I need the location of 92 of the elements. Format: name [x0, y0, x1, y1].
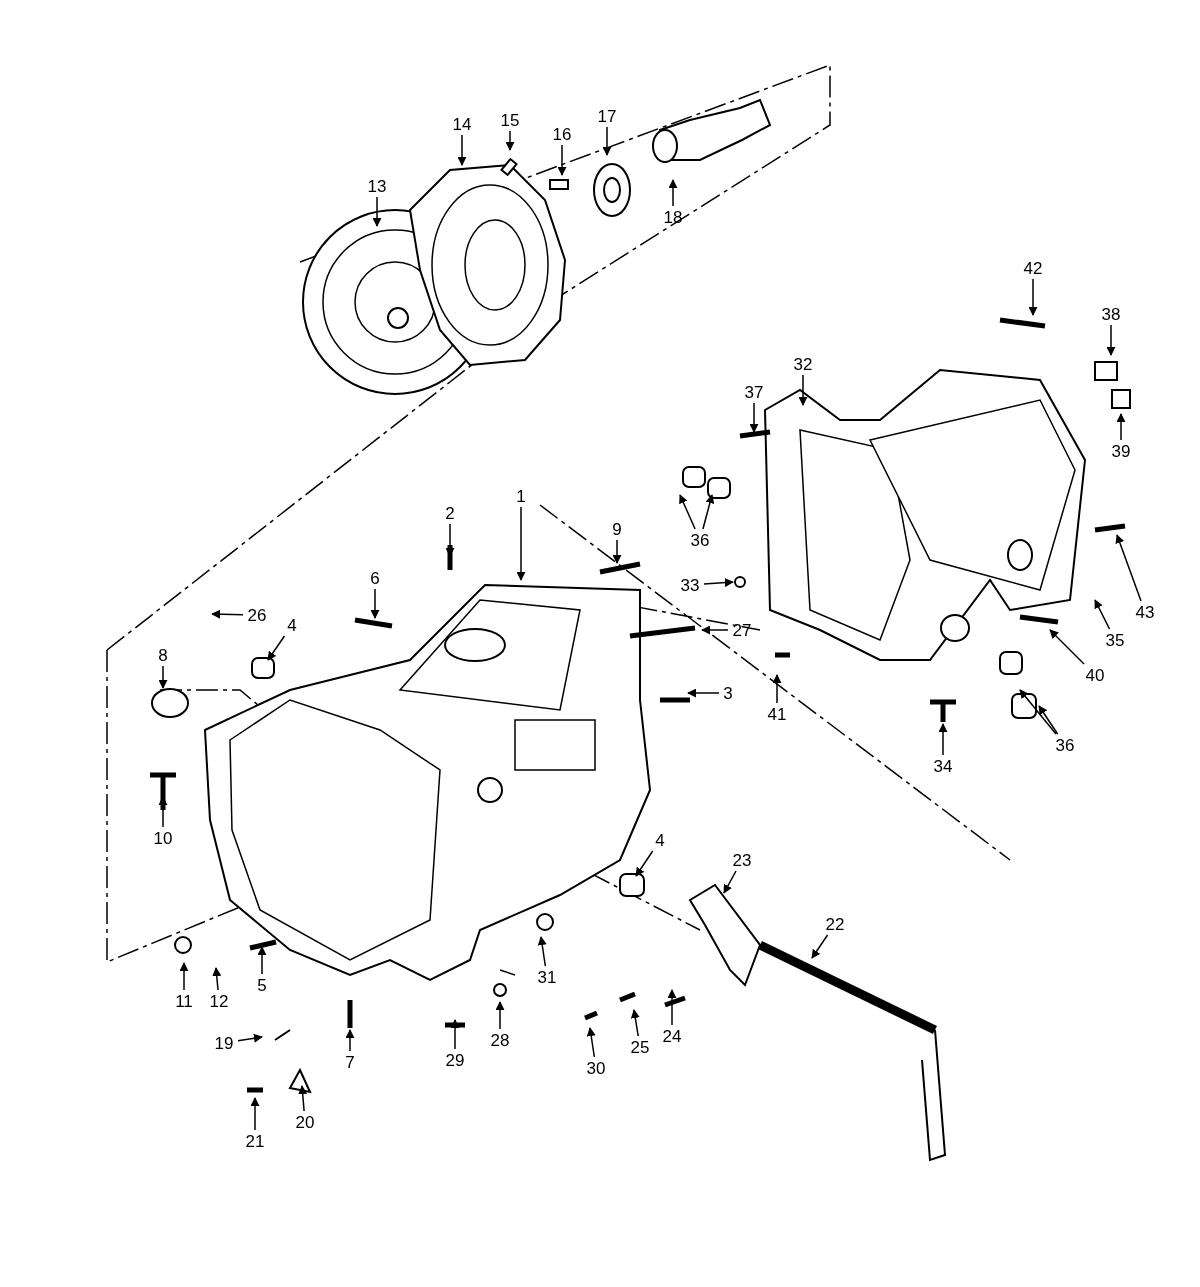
- leader-line: [1106, 324, 1116, 356]
- callout-number: 18: [663, 208, 683, 226]
- leader-line: [495, 1001, 505, 1030]
- leader-line: [702, 494, 715, 530]
- leader-line: [749, 402, 759, 433]
- callout-number: 13: [367, 177, 387, 195]
- leader-line: [267, 635, 286, 661]
- leader-line: [667, 989, 677, 1026]
- leader-line: [370, 588, 380, 619]
- callout-number: 25: [630, 1038, 650, 1056]
- callout-number: 8: [158, 646, 168, 664]
- callout-number: 39: [1111, 442, 1131, 460]
- callout-number: 5: [257, 976, 267, 994]
- leader-line: [586, 1027, 596, 1058]
- leader-line: [723, 870, 737, 894]
- leader-line: [445, 523, 455, 557]
- leader-line: [1115, 534, 1142, 602]
- callout-number: 34: [933, 757, 953, 775]
- callout-number: 3: [723, 684, 733, 702]
- callout-number: 22: [825, 915, 845, 933]
- callout-number: 35: [1105, 631, 1125, 649]
- callout-number: 32: [793, 355, 813, 373]
- leader-line: [179, 962, 189, 991]
- leader-line: [687, 688, 720, 698]
- callout-number: 19: [214, 1034, 234, 1052]
- leader-line: [798, 374, 808, 406]
- leader-line: [1116, 413, 1126, 441]
- leader-line: [457, 134, 467, 166]
- callout-number: 27: [732, 621, 752, 639]
- leader-line: [811, 934, 829, 959]
- leader-line: [635, 850, 654, 877]
- callout-number: 9: [612, 520, 622, 538]
- callout-number: 6: [370, 569, 380, 587]
- leader-line: [1038, 705, 1059, 735]
- callout-number: 31: [537, 968, 557, 986]
- callout-number: 24: [662, 1027, 682, 1045]
- callout-number: 17: [597, 107, 617, 125]
- leader-line: [505, 130, 515, 151]
- callout-number: 16: [552, 125, 572, 143]
- callout-number: 7: [345, 1053, 355, 1071]
- callout-number: 37: [744, 383, 764, 401]
- callout-number: 14: [452, 115, 472, 133]
- callout-number: 4: [287, 616, 297, 634]
- callout-number: 26: [247, 606, 267, 624]
- leader-line: [372, 196, 382, 227]
- leader-line: [250, 1097, 260, 1131]
- callout-number: 10: [153, 829, 173, 847]
- leader-line: [537, 936, 547, 967]
- leader-line: [703, 578, 734, 588]
- leader-line: [1049, 629, 1085, 665]
- callout-number: 33: [680, 576, 700, 594]
- leader-line: [602, 126, 612, 156]
- leader-line: [679, 494, 696, 530]
- callout-number: 2: [445, 504, 455, 522]
- callout-number: 42: [1023, 259, 1043, 277]
- callout-number: 36: [1055, 736, 1075, 754]
- leader-line: [1028, 278, 1038, 316]
- leader-line: [1019, 689, 1057, 735]
- callout-number: 21: [245, 1132, 265, 1150]
- callout-number: 38: [1101, 305, 1121, 323]
- leader-line: [630, 1009, 640, 1037]
- leader-line: [257, 946, 267, 975]
- leader-line: [557, 144, 567, 176]
- callout-number: 40: [1085, 666, 1105, 684]
- callout-number: 36: [690, 531, 710, 549]
- leader-line: [345, 1029, 355, 1052]
- leader-line: [516, 506, 526, 581]
- leader-line: [212, 967, 222, 991]
- callout-number: 43: [1135, 603, 1155, 621]
- callout-number: 11: [175, 992, 193, 1010]
- callout-number: 4: [655, 831, 665, 849]
- leader-line: [701, 625, 729, 635]
- leader-line: [158, 665, 168, 689]
- callout-number: 30: [586, 1059, 606, 1077]
- leader-line: [1094, 599, 1111, 630]
- callout-number: 15: [500, 111, 520, 129]
- leader-line: [772, 674, 782, 704]
- leader-line: [158, 796, 168, 828]
- leader-line: [668, 179, 678, 207]
- callout-number: 12: [209, 992, 229, 1010]
- leader-line: [450, 1019, 460, 1050]
- callout-number: 23: [732, 851, 752, 869]
- leader-line: [211, 609, 244, 619]
- leader-line: [612, 539, 622, 564]
- leader-line: [298, 1085, 308, 1112]
- callout-number: 41: [767, 705, 787, 723]
- callout-number: 28: [490, 1031, 510, 1049]
- leader-line: [237, 1033, 263, 1043]
- callout-number: 29: [445, 1051, 465, 1069]
- callout-number: 1: [516, 487, 526, 505]
- callout-number: 20: [295, 1113, 315, 1131]
- leader-line: [938, 723, 948, 756]
